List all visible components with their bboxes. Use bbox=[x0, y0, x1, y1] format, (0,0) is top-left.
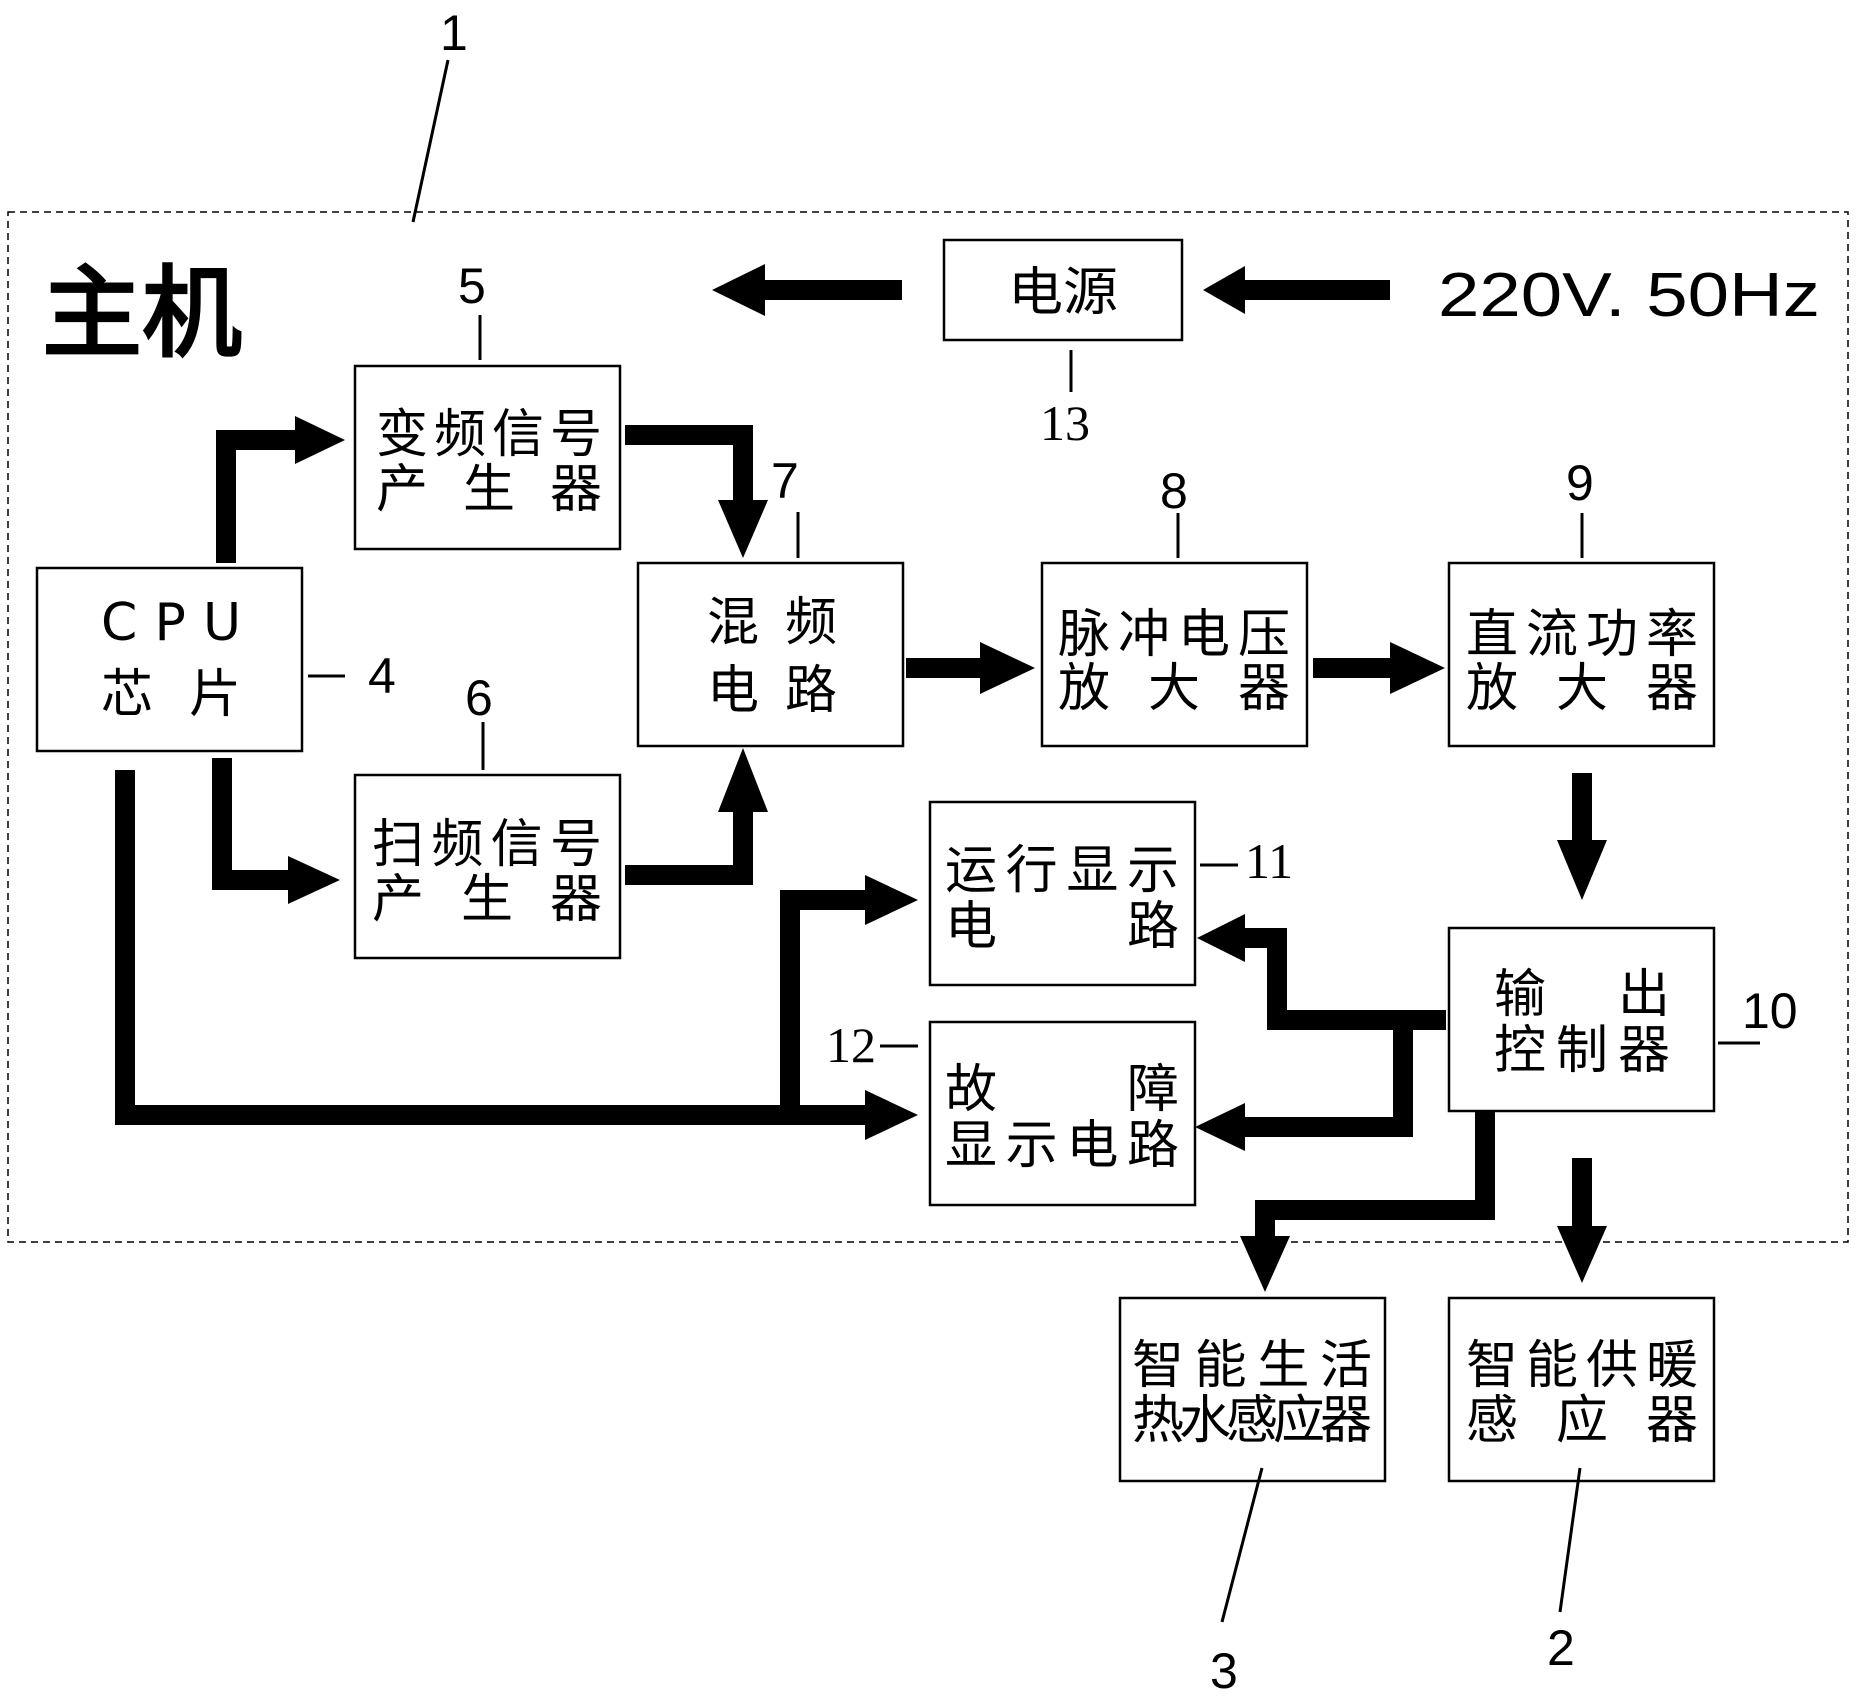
heating-sensor-block: 智能供暖 感应器 bbox=[1447, 1296, 1716, 1483]
vf-signal-generator-block: 变频信号 产生器 bbox=[353, 364, 622, 551]
vf-signal-generator-ref: 5 bbox=[458, 258, 486, 314]
vf-signal-generator-label-line2: 产生器 bbox=[376, 460, 602, 520]
arrow-output-to-hotwater bbox=[1255, 1112, 1495, 1240]
hot-water-sensor-label-line2: 热水感应器 bbox=[1132, 1391, 1372, 1451]
sweep-signal-generator-ref: 6 bbox=[465, 670, 493, 726]
power-supply-label: 电源 bbox=[1008, 263, 1118, 323]
mixer-circuit-ref: 7 bbox=[771, 453, 799, 509]
host-title: 主机 bbox=[42, 255, 242, 372]
arrow-output-to-heating-head bbox=[1557, 1226, 1607, 1283]
cpu-chip-label-line1: CPU bbox=[101, 593, 241, 653]
hot-water-sensor-ref: 3 bbox=[1210, 1643, 1238, 1699]
arrow-output-to-hotwater-head bbox=[1240, 1236, 1290, 1292]
mixer-circuit-block: 混频 电路 bbox=[636, 561, 905, 748]
arrow-mixer-to-pulseamp-head bbox=[980, 642, 1035, 694]
sweep-signal-generator-label-line2: 产生器 bbox=[372, 870, 602, 930]
arrow-cpu-to-rundisplay-head bbox=[865, 875, 918, 925]
arrow-cpu-to-faultdisplay-head bbox=[865, 1090, 918, 1140]
pulse-voltage-amplifier-label-line2: 放大器 bbox=[1058, 659, 1290, 719]
heating-sensor-label-line2: 感应器 bbox=[1466, 1391, 1698, 1451]
output-controller-label-line2: 控制器 bbox=[1494, 1021, 1670, 1081]
arrow-cpu-to-vfgen bbox=[216, 430, 300, 563]
dc-power-amplifier-ref: 9 bbox=[1566, 455, 1594, 511]
output-controller-ref: 10 bbox=[1742, 983, 1798, 1039]
fault-display-circuit-block: 故障 显示电路 bbox=[928, 1020, 1197, 1207]
power-supply-ref: 13 bbox=[1040, 395, 1090, 451]
arrow-vfgen-to-mixer-head bbox=[718, 500, 768, 558]
power-supply-block: 电源 bbox=[942, 238, 1184, 342]
host-ref-number: 1 bbox=[440, 5, 468, 61]
arrow-cpu-to-vfgen-head bbox=[295, 416, 345, 464]
run-display-circuit-block: 运行显示 电路 bbox=[928, 800, 1197, 987]
arrow-cpu-to-sweepgen-head bbox=[288, 856, 340, 904]
run-display-circuit-ref: 11 bbox=[1245, 833, 1293, 889]
pulse-voltage-amplifier-ref: 8 bbox=[1160, 463, 1188, 519]
hot-water-sensor-ref-leader bbox=[1220, 1467, 1264, 1623]
arrow-mains-to-power-head bbox=[1203, 266, 1245, 314]
cpu-chip-block: CPU 芯片 bbox=[35, 566, 304, 753]
arrow-output-to-faultdisplay bbox=[1240, 1020, 1413, 1137]
heating-sensor-ref-leader bbox=[1558, 1467, 1582, 1613]
host-ref-leader bbox=[411, 59, 450, 223]
arrow-cpu-to-faultdisplay bbox=[115, 770, 868, 1125]
arrow-dcamp-to-output-head bbox=[1557, 840, 1607, 900]
arrow-power-to-host-head bbox=[712, 264, 765, 316]
arrow-sweepgen-to-mixer-head bbox=[718, 748, 768, 812]
arrow-cpu-to-rundisplay bbox=[780, 890, 870, 1115]
arrow-output-to-faultdisplay-head bbox=[1195, 1103, 1245, 1151]
arrow-vfgen-to-mixer bbox=[625, 425, 753, 505]
heating-sensor-ref: 2 bbox=[1547, 1620, 1575, 1676]
flow-arrows bbox=[115, 264, 1607, 1292]
arrow-sweepgen-to-mixer bbox=[625, 810, 753, 885]
output-controller-block: 输出 控制器 bbox=[1447, 926, 1716, 1113]
dc-power-amplifier-block: 直流功率 放大器 bbox=[1447, 561, 1716, 748]
pulse-voltage-amplifier-block: 脉冲电压 放大器 bbox=[1040, 561, 1309, 748]
dc-power-amplifier-label-line2: 放大器 bbox=[1466, 659, 1698, 719]
power-input-label: 220V. 50Hz bbox=[1438, 261, 1820, 330]
host-enclosure bbox=[7, 211, 1849, 1243]
arrow-output-to-rundisplay bbox=[1240, 928, 1446, 1030]
arrow-output-to-rundisplay-head bbox=[1197, 914, 1245, 962]
hot-water-sensor-block: 智能生活 热水感应器 bbox=[1118, 1296, 1387, 1483]
cpu-chip-ref: 4 bbox=[368, 648, 396, 704]
arrow-cpu-to-sweepgen bbox=[212, 758, 292, 890]
arrow-pulseamp-to-dcamp-head bbox=[1390, 642, 1445, 694]
sweep-signal-generator-block: 扫频信号 产生器 bbox=[353, 773, 622, 960]
fault-display-circuit-ref: 12 bbox=[826, 1017, 876, 1073]
